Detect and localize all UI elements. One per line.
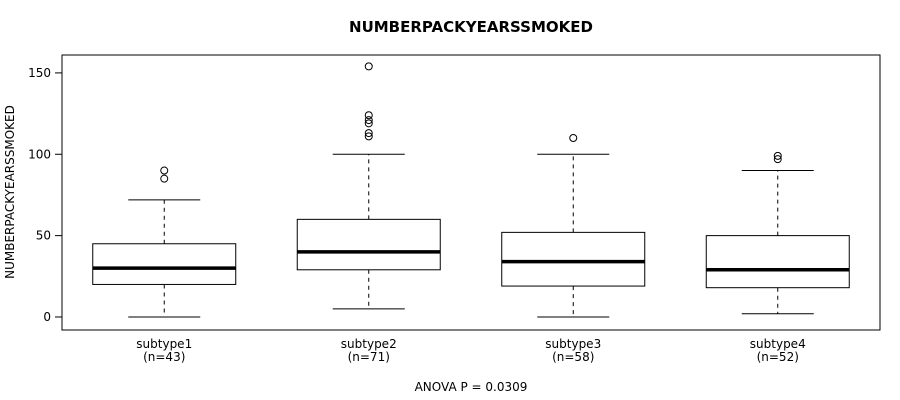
chart-title: NUMBERPACKYEARSSMOKED [349, 18, 593, 36]
y-tick-label: 0 [43, 310, 51, 324]
iqr-box [92, 243, 237, 285]
category-label: subtype1 [136, 337, 192, 351]
outlier-point [364, 62, 373, 71]
y-tick-label: 100 [28, 147, 51, 161]
category-sublabel: (n=43) [143, 350, 185, 364]
outlier-point [773, 155, 782, 164]
iqr-box [501, 231, 646, 287]
outlier-point [364, 129, 373, 138]
outlier-point [773, 151, 782, 160]
y-tick-label: 150 [28, 66, 51, 80]
iqr-box [296, 218, 441, 271]
category-label: subtype4 [750, 337, 806, 351]
category-label: subtype2 [341, 337, 397, 351]
y-tick-label: 50 [36, 229, 51, 243]
outlier-point [364, 119, 373, 128]
outlier-point [569, 133, 578, 142]
plot-border [61, 54, 881, 331]
outlier-point [160, 174, 169, 183]
category-label: subtype3 [545, 337, 601, 351]
iqr-box [705, 235, 850, 289]
category-sublabel: (n=71) [348, 350, 390, 364]
anova-annotation: ANOVA P = 0.0309 [415, 380, 528, 394]
category-sublabel: (n=58) [552, 350, 594, 364]
outlier-point [160, 166, 169, 175]
outlier-point [364, 116, 373, 125]
plot-area: 0 50 100 150 subtype1(n=43) subtype2(n=71) sub… [28, 54, 881, 364]
outlier-point [364, 132, 373, 141]
category-sublabel: (n=52) [757, 350, 799, 364]
y-axis-label: NUMBERPACKYEARSSMOKED [3, 105, 17, 279]
outlier-point [364, 111, 373, 120]
